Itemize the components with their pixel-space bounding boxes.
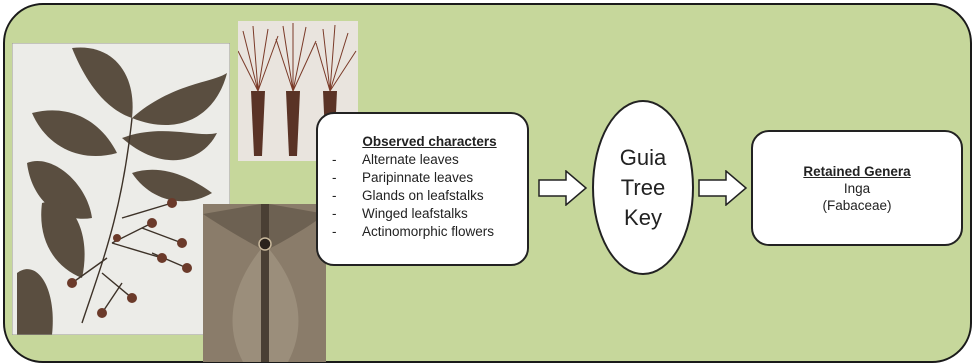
guia-tree-key-ellipse: Guia Tree Key [592,100,694,275]
key-line: Guia [619,144,667,170]
character-item: -Paripinnate leaves [332,170,474,185]
leaf-gland-closeup-photo [203,204,326,362]
character-item: -Actinomorphic flowers [332,224,495,239]
arrow-right-icon [698,170,748,206]
family-name: (Fabaceae) [822,197,892,213]
key-line: Tree [620,174,666,200]
genus-name: Inga [843,180,871,196]
key-line: Key [624,204,662,230]
character-item: -Alternate leaves [332,152,459,167]
observed-characters-box: Observed characters -Alternate leaves -P… [316,112,529,266]
arrow-right-icon [538,170,588,206]
character-item: -Glands on leafstalks [332,188,484,203]
observed-characters-title: Observed characters [362,134,497,149]
observed-characters-list: -Alternate leaves -Paripinnate leaves -G… [332,151,527,241]
character-item: -Winged leafstalks [332,206,468,221]
retained-genera-box: Retained Genera Inga (Fabaceae) [751,130,963,246]
herbarium-specimen-photo [12,43,230,335]
retained-genera-title: Retained Genera [803,163,911,179]
